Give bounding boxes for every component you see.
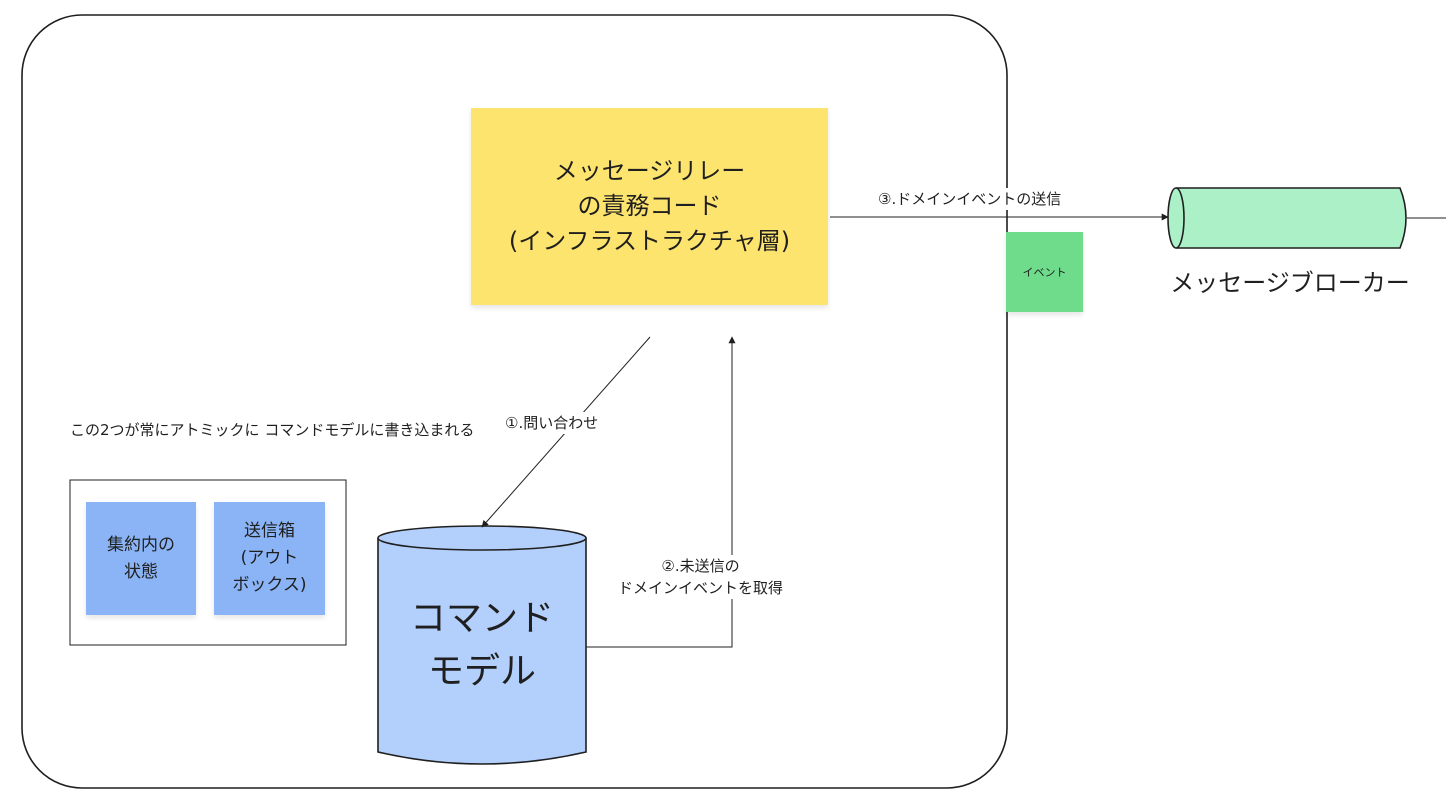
send-edge-label: ③.ドメインイベントの送信 — [878, 188, 1062, 210]
command-model-label: コマンド モデル — [409, 598, 554, 692]
message-broker-queue — [1167, 187, 1446, 249]
message-relay-note[interactable]: メッセージリレー の責務コード (インフラストラクチャ層) — [471, 108, 828, 305]
command-model-database — [377, 525, 587, 765]
boundary-frame — [21, 14, 1008, 789]
atomic-write-caption: この2つが常にアトミックに コマンドモデルに書き込まれる — [70, 421, 475, 439]
event-note[interactable]: イベント — [1006, 232, 1083, 312]
outbox-note[interactable]: 送信箱 (アウト ボックス) — [214, 502, 325, 615]
fetch-arrow — [586, 336, 736, 648]
message-broker-label: メッセージブローカー — [1170, 269, 1410, 297]
query-edge-label: ①.問い合わせ — [505, 412, 599, 434]
atomic-group-box — [69, 479, 347, 646]
fetch-edge-label: ②.未送信の ドメインイベントを取得 — [618, 555, 784, 599]
aggregate-state-note[interactable]: 集約内の 状態 — [86, 502, 196, 615]
